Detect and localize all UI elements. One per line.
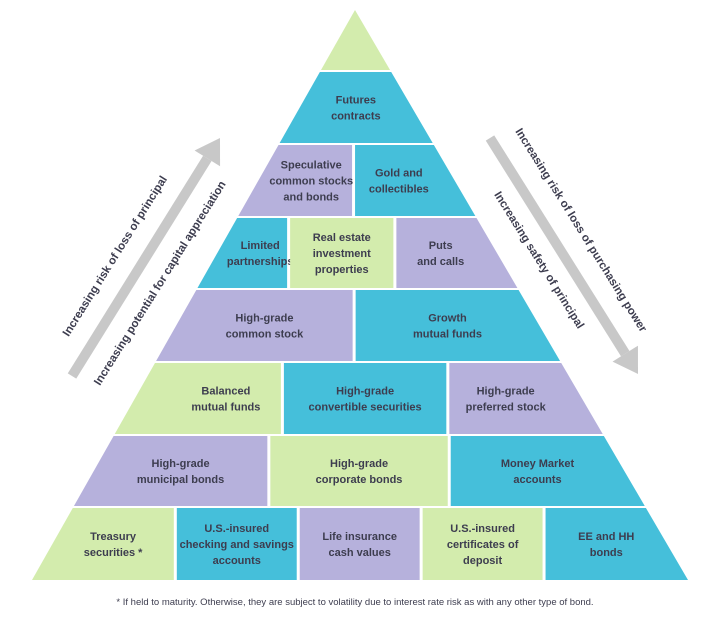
cell-label: U.S.-insured (450, 523, 515, 535)
cell-label: investment (313, 248, 371, 260)
cell-treasury-securities: Treasury securities * (32, 508, 174, 580)
cell-high-grade-preferred-stock: High-grade preferred stock (449, 363, 603, 434)
left-arrow (67, 138, 221, 379)
cell-label: checking and savings (180, 539, 294, 551)
cell-shape (355, 145, 476, 216)
cell-label: High-grade (477, 386, 535, 398)
cell-label: mutual funds (413, 329, 482, 341)
cell-label: Puts (429, 240, 453, 252)
cell-shape (73, 436, 268, 506)
cell-shape (299, 508, 420, 580)
cell-balanced-mutual-funds: Balanced mutual funds (114, 363, 281, 434)
cell-shape (450, 436, 645, 506)
cell-shape (283, 363, 447, 434)
cell-label: Speculative (281, 160, 342, 172)
cell-label: Life insurance (322, 531, 397, 543)
cell-label: Gold and (375, 168, 423, 180)
cell-label: Money Market (501, 458, 575, 470)
cell-label: contracts (331, 111, 381, 123)
cell-label: properties (315, 264, 369, 276)
cell-life-insurance-cash-values: Life insurance cash values (299, 508, 420, 580)
cell-label: EE and HH (578, 531, 634, 543)
cell-label: certificates of (447, 539, 519, 551)
cell-label: High-grade (152, 458, 210, 470)
cell-label: bonds (590, 547, 623, 559)
cell-high-grade-convertible-securities: High-grade convertible securities (283, 363, 447, 434)
cell-speculative-common-stocks-and-bonds: Speculative common stocks and bonds (238, 145, 353, 216)
cell-shape (32, 508, 174, 580)
cell-label: common stock (226, 329, 305, 341)
cell-shape (355, 290, 561, 361)
cell-label: Real estate (313, 232, 371, 244)
cell-real-estate-investment-properties: Real estate investment properties (290, 218, 394, 288)
cell-label: securities * (84, 547, 143, 559)
cell-ee-and-hh-bonds: EE and HH bonds (545, 508, 688, 580)
cell-label: High-grade (336, 386, 394, 398)
cell-shape (197, 218, 288, 288)
arrow-shaft (485, 135, 630, 357)
cell-label: deposit (463, 555, 502, 567)
cell-growth-mutual-funds: Growth mutual funds (355, 290, 561, 361)
cell-label: collectibles (369, 184, 429, 196)
cell-label: convertible securities (309, 402, 422, 414)
cell-label: Growth (428, 313, 467, 325)
arrow-head (612, 345, 638, 374)
cell-label: Balanced (201, 386, 250, 398)
arrow-head (194, 138, 221, 167)
cell-label: mutual funds (191, 402, 260, 414)
cell-label: Treasury (90, 531, 137, 543)
cell-apex (321, 10, 391, 70)
cell-label: corporate bonds (316, 474, 403, 486)
arrow-shaft (67, 155, 212, 379)
cell-shape (321, 10, 391, 70)
cell-label: municipal bonds (137, 474, 224, 486)
cell-shape (545, 508, 688, 580)
cell-us-insured-certificates-of-deposit: U.S.-insured certificates of deposit (422, 508, 543, 580)
cell-high-grade-municipal-bonds: High-grade municipal bonds (73, 436, 268, 506)
footnote: * If held to maturity. Otherwise, they a… (116, 597, 594, 608)
cell-gold-and-collectibles: Gold and collectibles (355, 145, 476, 216)
cell-label: Futures (336, 95, 376, 107)
cell-label: High-grade (330, 458, 388, 470)
cell-label: partnerships (227, 256, 294, 268)
cell-shape (114, 363, 281, 434)
cell-puts-and-calls: Puts and calls (396, 218, 518, 288)
right-arrow (485, 135, 638, 374)
right-arrow-label-outer: Increasing risk of loss of purchasing po… (512, 126, 648, 334)
cell-label: U.S.-insured (204, 523, 269, 535)
cell-shape (238, 145, 353, 216)
cell-shape (396, 218, 518, 288)
cell-label: cash values (328, 547, 390, 559)
cell-label: and bonds (283, 192, 339, 204)
cell-high-grade-corporate-bonds: High-grade corporate bonds (270, 436, 448, 506)
cell-label: Limited (241, 240, 280, 252)
cell-label: common stocks (269, 176, 353, 188)
cell-shape (156, 290, 353, 361)
cell-futures-contracts: Futures contracts (279, 72, 433, 143)
cell-label: accounts (513, 474, 561, 486)
cell-label: High-grade (235, 313, 293, 325)
cell-high-grade-common-stock: High-grade common stock (156, 290, 353, 361)
cell-shape (449, 363, 603, 434)
cell-label: preferred stock (466, 402, 547, 414)
cell-shape (422, 508, 543, 580)
cell-us-insured-checking-and-savings-accounts: U.S.-insured checking and savings accounts (176, 508, 297, 580)
cell-shape (290, 218, 394, 288)
cell-limited-partnerships: Limited partnerships (197, 218, 294, 288)
cell-shape (270, 436, 448, 506)
cell-money-market-accounts: Money Market accounts (450, 436, 645, 506)
cell-shape (279, 72, 433, 143)
cell-label: accounts (213, 555, 261, 567)
cell-shape (176, 508, 297, 580)
cell-label: and calls (417, 256, 464, 268)
